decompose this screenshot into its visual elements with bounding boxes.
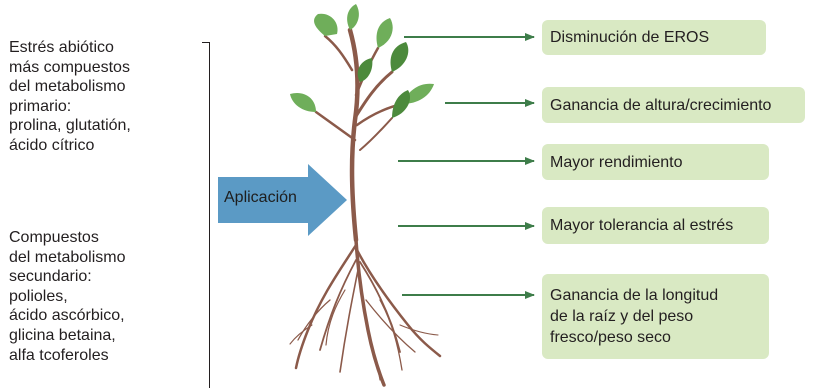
bracket [202, 42, 210, 388]
leaf [357, 58, 373, 82]
plant-root [379, 299, 403, 371]
plant-root [294, 243, 358, 370]
plant-root [297, 299, 331, 341]
plant-root [339, 269, 359, 373]
secondary-metabolism-text: Compuestos del metabolismo secundario: p… [9, 229, 126, 364]
leaf [376, 18, 393, 48]
effect-box-stress-tolerance: Mayor tolerancia al estrés [542, 207, 769, 244]
effect-arrows [398, 33, 535, 299]
effect-box-root-weight: Ganancia de la longitud de la raíz y del… [542, 274, 769, 359]
plant-branch [314, 110, 357, 142]
effect-box-growth: Ganancia de altura/crecimiento [542, 87, 805, 123]
plant-root [325, 289, 346, 346]
plant-leaves [290, 4, 434, 118]
effect-box-yield: Mayor rendimiento [542, 144, 769, 180]
plant-branch [353, 70, 394, 120]
plant-root [355, 248, 442, 358]
leaf [392, 90, 411, 118]
plant-root [369, 339, 381, 381]
leaf [290, 92, 316, 112]
plant-root [359, 261, 401, 353]
leaf [347, 4, 359, 30]
leaf [402, 83, 434, 104]
plant-root [319, 259, 357, 351]
plant-root [289, 324, 313, 345]
plant-root [365, 299, 416, 353]
plant-root [399, 324, 439, 336]
application-arrow [218, 164, 347, 236]
effect-box-eros-reduction: Disminución de EROS [542, 20, 766, 55]
plant-stem [347, 27, 360, 243]
leaf [314, 13, 338, 36]
primary-metabolism-text: Estrés abiótico más compuestos del metab… [9, 39, 131, 154]
leaf [390, 42, 409, 72]
application-label: Aplicación [224, 189, 297, 206]
plant-branch [323, 34, 354, 72]
plant-branch [359, 117, 393, 151]
